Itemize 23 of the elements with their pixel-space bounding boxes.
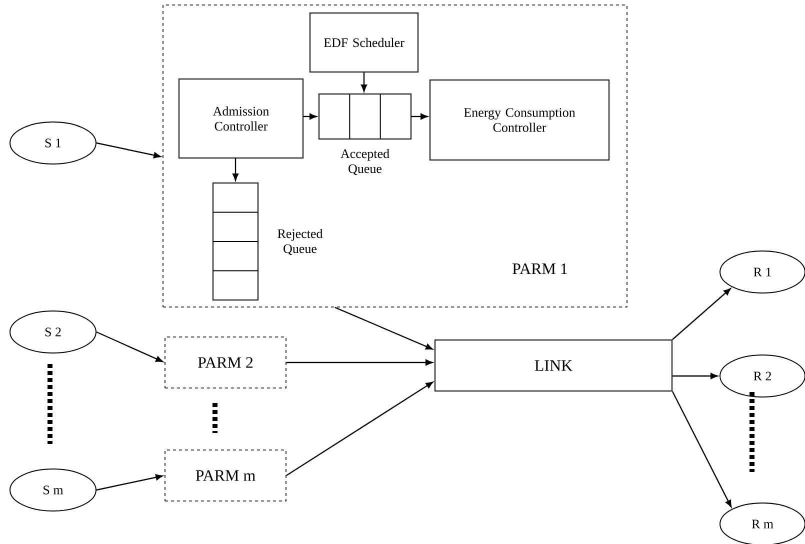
arrow [334,306,433,350]
arrow [360,72,368,92]
arrow [286,382,434,476]
arrow [96,331,164,362]
arrow [286,359,433,366]
arrow [672,288,731,340]
arrow [304,113,317,120]
arrow [96,142,161,158]
queue-label: Accepted Queue [340,148,390,176]
queue-label: Rejected Queue [278,228,323,256]
controller-box: Energy Consumption Controller [430,80,610,160]
scheduler-box: EDF Scheduler [310,12,418,72]
arrow [232,158,239,181]
queue-drawing [212,182,258,300]
arrow [672,372,718,380]
arrow [672,391,732,508]
dashed-box: PARM m [164,450,286,502]
dashed-box: PARM 2 [164,336,286,388]
arrow [96,474,163,491]
controller-box: Admission Controller [178,78,304,158]
queue-drawing [318,94,412,140]
arrow [412,113,428,120]
link-box: LINK [434,340,672,392]
